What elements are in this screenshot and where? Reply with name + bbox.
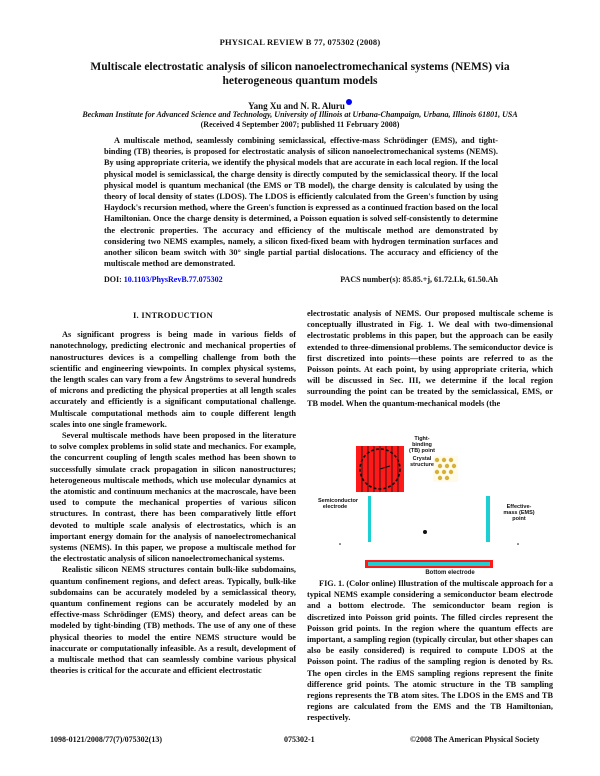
intro-paragraph-3: Realistic silicon NEMS structures contai… <box>50 565 296 676</box>
semiconductor-electrode-label: Semiconductor electrode <box>318 498 359 510</box>
doi-pacs-line: DOI: 10.1103/PhysRevB.77.075302 PACS num… <box>104 275 498 284</box>
authors: Yang Xu and N. R. Aluru <box>0 99 600 111</box>
pacs-numbers: PACS number(s): 85.85.+j, 61.72.Lk, 61.5… <box>340 275 498 284</box>
figure-1: Tight-binding (TB) point Crystal structu… <box>318 432 558 570</box>
intro-paragraph-1: As significant progress is being made in… <box>50 330 296 429</box>
page-number: 075302-1 <box>284 735 315 744</box>
abstract: A multiscale method, seamlessly combinin… <box>104 136 498 269</box>
bottom-electrode-label: Bottom electrode <box>425 570 475 576</box>
left-electrode <box>368 496 371 542</box>
nems-diagram <box>339 446 519 568</box>
paper-title: Multiscale electrostatic analysis of sil… <box>90 61 510 87</box>
journal-header: PHYSICAL REVIEW B 77, 075302 (2008) <box>219 37 381 47</box>
author-names: Yang Xu and N. R. Aluru <box>248 101 345 111</box>
doi-link[interactable]: 10.1103/PhysRevB.77.075302 <box>123 275 223 284</box>
affiliation: Beckman Institute for Advanced Science a… <box>82 110 518 119</box>
intro-paragraph-2: Several multiscale methods have been pro… <box>50 431 296 564</box>
orcid-icon[interactable] <box>345 99 352 105</box>
tb-region-label: Tight-binding (TB) point <box>409 436 435 454</box>
left-column: I. INTRODUCTION As significant progress … <box>50 310 296 677</box>
crystal-structure-label: Crystal structure <box>410 456 434 468</box>
right-column: electrostatic analysis of NEMS. Our prop… <box>307 308 553 409</box>
ems-region-label: Effective-mass (EMS) point <box>503 504 535 522</box>
section-heading: I. INTRODUCTION <box>132 310 214 320</box>
figure-caption: FIG. 1. (Color online) Illustration of t… <box>307 579 553 723</box>
received-date: (Received 4 September 2007; published 11… <box>200 120 400 129</box>
copyright: ©2008 The American Physical Society <box>410 735 540 744</box>
doi-label: DOI: <box>104 275 122 284</box>
right-electrode <box>486 496 490 542</box>
right-column-text: electrostatic analysis of NEMS. Our prop… <box>307 309 553 408</box>
issn: 1098-0121/2008/77(7)/075302(13) <box>50 735 162 744</box>
